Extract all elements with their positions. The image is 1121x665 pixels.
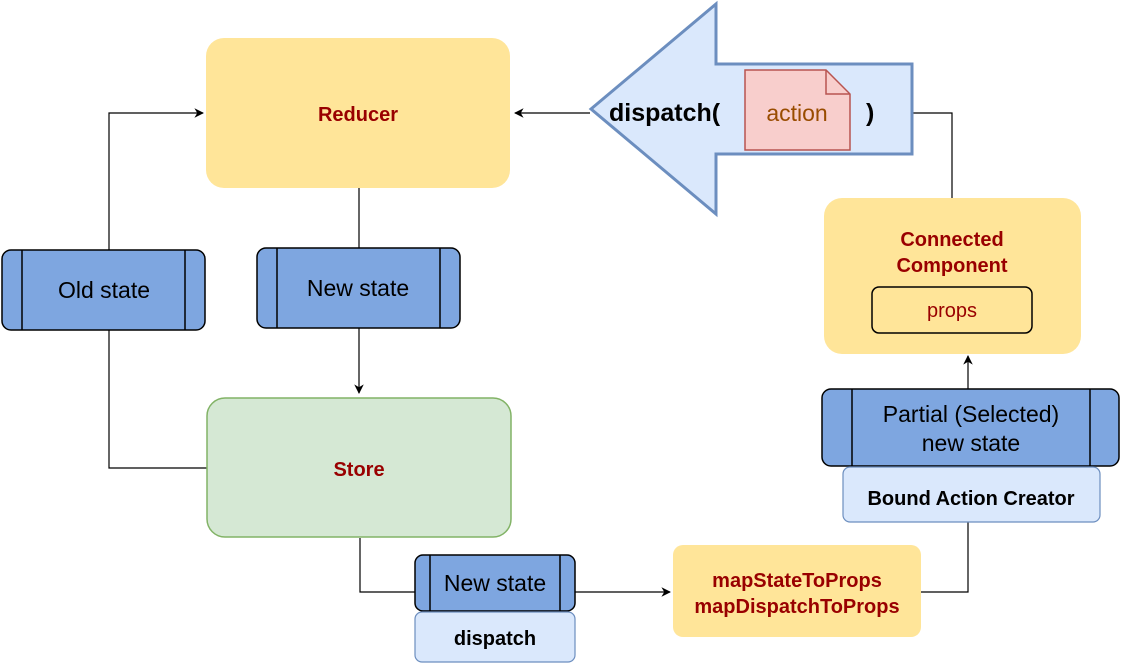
connected-component-line1: Connected [900, 229, 1003, 251]
new-state-bottom-node: New state [414, 554, 576, 612]
reducer-box [206, 38, 510, 188]
edge-component-to-dispatch [912, 112, 953, 198]
dispatch-call-suffix: ) [866, 99, 874, 127]
reducer-label: Reducer [318, 104, 398, 126]
action-label: action [766, 100, 827, 126]
action-document-icon [744, 69, 851, 151]
bound-action-creator-label: Bound Action Creator [867, 488, 1074, 510]
bound-action-creator-tag: Bound Action Creator [842, 466, 1101, 523]
dispatch-tag-label: dispatch [454, 628, 536, 650]
store-label: Store [333, 459, 384, 481]
dispatch-tag: dispatch [414, 611, 576, 663]
dispatch-call-prefix: dispatch( [609, 99, 721, 127]
new-state-top-node: New state [256, 247, 461, 329]
old-state-node: Old state [1, 249, 206, 331]
partial-state-line2: new state [922, 430, 1020, 456]
map-functions-box [673, 545, 921, 637]
new-state-top-label: New state [307, 275, 409, 301]
store-box [206, 397, 512, 538]
props-box [871, 286, 1033, 334]
partial-state-line1: Partial (Selected) [883, 401, 1059, 427]
map-dispatch-to-props-label: mapDispatchToProps [694, 596, 899, 618]
connected-component-line2: Component [896, 255, 1007, 277]
old-state-label: Old state [58, 277, 150, 303]
props-label: props [927, 300, 977, 322]
new-state-bottom-label: New state [444, 570, 546, 596]
map-state-to-props-label: mapStateToProps [712, 570, 882, 592]
partial-state-node: Partial (Selected) new state [821, 388, 1120, 467]
